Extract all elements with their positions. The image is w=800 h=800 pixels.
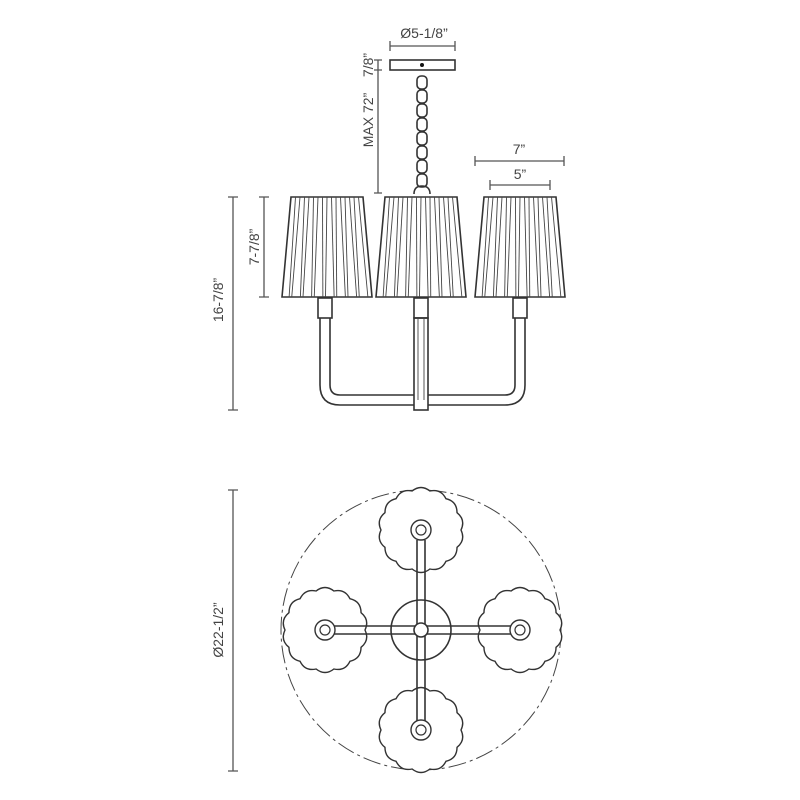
shade-pleat [447, 196, 454, 298]
shade-pleat [452, 196, 463, 298]
chain-link [416, 159, 428, 174]
shade-pleat [299, 196, 305, 298]
socket-inner [319, 624, 331, 636]
canopy-diameter-line [389, 41, 456, 51]
socket-left [317, 297, 333, 319]
max-chain-label: MAX 72” [360, 92, 376, 147]
shade-height-line [259, 196, 269, 298]
shade-pleat [438, 196, 443, 298]
shade-pleat [506, 196, 512, 298]
top-view [280, 486, 563, 774]
canopy [389, 59, 456, 71]
shade-pleat [495, 196, 503, 298]
shade-pleat [407, 196, 413, 298]
body-height-line [228, 196, 238, 411]
shade-pleat [311, 196, 314, 298]
socket-outer [410, 719, 432, 741]
shade-pleat [302, 196, 310, 298]
dimension-lines [228, 41, 565, 772]
shade-pleat [291, 196, 301, 298]
shade-pleat [382, 196, 390, 298]
shade-pleat [335, 196, 338, 298]
chain-link [416, 131, 428, 146]
arm-left [319, 318, 414, 406]
socket-inner [514, 624, 526, 636]
chain-link [416, 145, 428, 160]
shade-outline [281, 196, 373, 298]
chain-loop [413, 185, 431, 195]
socket-center [413, 297, 429, 319]
shade-pleat [349, 196, 358, 298]
shade-top-label: 5” [514, 166, 527, 182]
socket-outer [509, 619, 531, 641]
overall-diameter-label: Ø22-1/2” [210, 602, 226, 658]
shade-pleat [484, 196, 494, 298]
chain [416, 75, 428, 188]
shade-pleat [524, 196, 528, 298]
shade-bottom-line [474, 156, 565, 166]
shade-pleat [492, 196, 498, 298]
chain-link [416, 89, 428, 104]
arm-right [428, 318, 526, 406]
shade-pleat [537, 196, 542, 298]
body-height-label: 16-7/8” [210, 277, 226, 322]
chain-link [416, 75, 428, 90]
canopy-diameter-label: Ø5-1/8” [400, 25, 448, 41]
shade-outline [474, 196, 566, 298]
shade-top-line [489, 180, 551, 190]
shade-center [375, 196, 467, 298]
canopy-height-label: 7/8” [360, 53, 376, 77]
shade-pleat [542, 196, 551, 298]
shade-pleat [385, 196, 395, 298]
shade-pleat [288, 196, 296, 298]
overall-diameter-line [228, 489, 238, 772]
shade-pleat [533, 196, 539, 298]
shade-pleat [425, 196, 429, 298]
shade-pleat [340, 196, 346, 298]
shade-bottom-label: 7” [513, 141, 526, 157]
center-hub [390, 599, 452, 661]
shade-pleat [419, 196, 422, 298]
shade-pleat [429, 196, 432, 298]
canopy-screw [420, 63, 424, 67]
shade-pleat [528, 196, 531, 298]
center-stem [413, 317, 429, 411]
shade-outline [375, 196, 467, 298]
shade-pleat [396, 196, 404, 298]
shade-pleat [358, 196, 369, 298]
center-finial [413, 622, 429, 638]
shade-pleat [551, 196, 562, 298]
shade-pleat [443, 196, 452, 298]
shade-pleat [504, 196, 507, 298]
side-view [281, 59, 566, 411]
shade-pleat [434, 196, 440, 298]
shade-pleat [313, 196, 319, 298]
socket-inner [415, 724, 427, 736]
shade-height-label: 7-7/8” [246, 228, 262, 265]
socket-inner [415, 524, 427, 536]
shade-pleat [331, 196, 335, 298]
shade-pleat [518, 196, 521, 298]
socket-outer [410, 519, 432, 541]
shade-pleat [405, 196, 408, 298]
shade-pleat [393, 196, 399, 298]
chain-link [416, 173, 428, 188]
chain-link [416, 103, 428, 118]
shades [281, 196, 566, 298]
socket-right [512, 297, 528, 319]
shade-left [281, 196, 373, 298]
shade-pleat [353, 196, 360, 298]
max-chain-line [374, 70, 382, 194]
shade-pleat [481, 196, 489, 298]
shade-pleat [546, 196, 553, 298]
shade-pleat [344, 196, 349, 298]
socket-outer [314, 619, 336, 641]
shade-right [474, 196, 566, 298]
socket-tops [314, 519, 531, 741]
chain-link [416, 117, 428, 132]
shade-pleat [325, 196, 328, 298]
